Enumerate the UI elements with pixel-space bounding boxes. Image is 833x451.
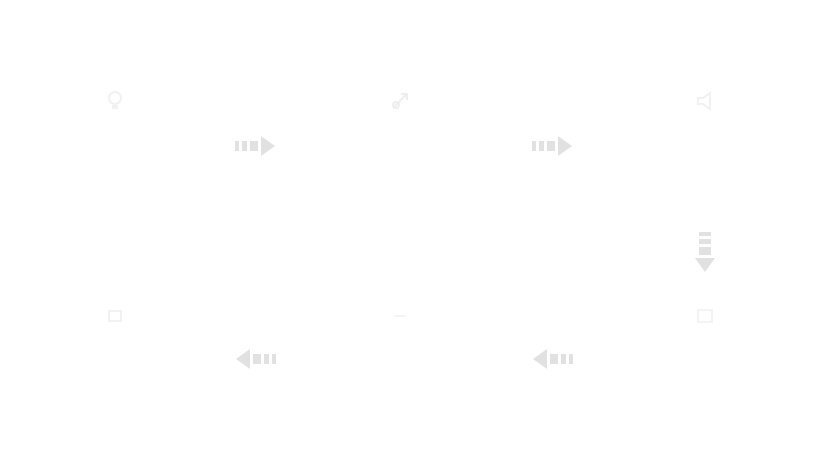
arrow-right-icon (531, 135, 573, 157)
rocket-icon (387, 88, 413, 114)
megaphone-icon (692, 88, 718, 114)
arrow-left-icon (532, 348, 574, 370)
chart-icon (387, 302, 413, 328)
arrow-down-icon (694, 231, 716, 273)
arrow-left-icon (235, 348, 277, 370)
arrow-right-icon (234, 135, 276, 157)
lightbulb-icon (102, 88, 128, 114)
trophy-icon (692, 302, 718, 328)
refresh-icon (102, 302, 128, 328)
